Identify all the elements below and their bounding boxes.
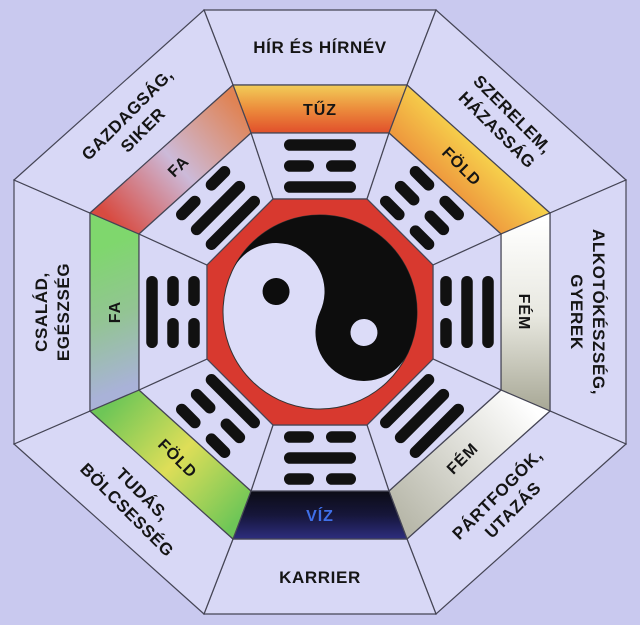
label-creativity-line2: GYEREK — [567, 274, 586, 350]
trigram-line-broken — [176, 403, 201, 429]
trigram-line-solid — [205, 195, 260, 250]
trigram-line-broken — [176, 195, 201, 221]
trigram-line-broken — [409, 225, 435, 250]
trigram-line-broken — [424, 210, 450, 236]
trigram-line-solid — [394, 388, 450, 444]
element-label-wood-left: FA — [107, 301, 124, 323]
trigram-line-broken — [220, 418, 246, 444]
trigram-dui-icon — [440, 276, 494, 348]
trigram-line-broken — [188, 276, 200, 306]
yang-dot-icon — [350, 318, 378, 346]
trigram-li-icon — [284, 139, 356, 193]
trigram-line-broken — [326, 160, 356, 172]
yin-yang-symbol — [222, 214, 418, 410]
trigram-line-solid — [380, 374, 435, 429]
trigram-line-broken — [409, 166, 435, 191]
trigram-kun-icon — [380, 166, 464, 250]
label-career: KARRIER — [279, 568, 361, 587]
trigram-line-broken — [439, 195, 464, 221]
trigram-line-solid — [461, 276, 473, 348]
element-ring — [88, 83, 552, 541]
trigram-line-solid — [205, 374, 260, 429]
trigram-line-broken — [394, 180, 420, 206]
trigram-line-broken — [205, 433, 231, 458]
trigram-line-broken — [205, 166, 231, 191]
sector-cell-creativity-children — [549, 179, 627, 445]
trigram-line-broken — [440, 276, 452, 306]
trigram-xun-icon — [176, 166, 260, 250]
trigram-qian-icon — [380, 374, 464, 458]
trigram-gen-icon — [176, 374, 260, 458]
element-label-metal-right: FÉM — [515, 294, 534, 331]
element-label-water: VÍZ — [306, 506, 334, 525]
outer-ring — [12, 8, 628, 616]
trigram-line-broken — [326, 431, 356, 443]
trigram-line-broken — [167, 318, 179, 348]
trigram-line-broken — [284, 473, 314, 485]
trigram-line-solid — [284, 181, 356, 193]
trigram-line-solid — [190, 180, 246, 236]
trigram-line-solid — [284, 139, 356, 151]
sector-cell-family-health — [13, 179, 91, 445]
label-creativity-children: ALKOTÓKÉSZSÉG, GYEREK — [567, 229, 608, 395]
yin-dot-icon — [262, 278, 290, 306]
trigram-line-solid — [146, 276, 158, 348]
label-fame-line1: HÍR ÉS HÍRNÉV — [253, 38, 386, 57]
label-family-line1: CSALÁD, — [32, 272, 51, 352]
trigram-line-broken — [326, 473, 356, 485]
trigram-line-solid — [284, 452, 356, 464]
trigram-glyphs — [146, 139, 494, 485]
label-family-health: CSALÁD, EGÉSZSÉG — [32, 263, 73, 361]
trigram-line-solid — [482, 276, 494, 348]
trigram-line-broken — [167, 276, 179, 306]
trigram-line-broken — [440, 318, 452, 348]
trigram-line-broken — [190, 388, 216, 414]
trigram-line-broken — [284, 160, 314, 172]
trigram-line-broken — [380, 195, 405, 221]
trigram-kan-icon — [284, 431, 356, 485]
trigram-line-solid — [409, 403, 464, 458]
trigram-zhen-icon — [146, 276, 200, 348]
label-family-line2: EGÉSZSÉG — [54, 263, 73, 361]
label-career-line1: KARRIER — [279, 568, 361, 587]
label-creativity-line1: ALKOTÓKÉSZSÉG, — [589, 229, 608, 395]
trigram-line-broken — [188, 318, 200, 348]
label-fame: HÍR ÉS HÍRNÉV — [253, 38, 386, 57]
trigram-line-broken — [284, 431, 314, 443]
element-label-fire: TŰZ — [303, 100, 337, 119]
